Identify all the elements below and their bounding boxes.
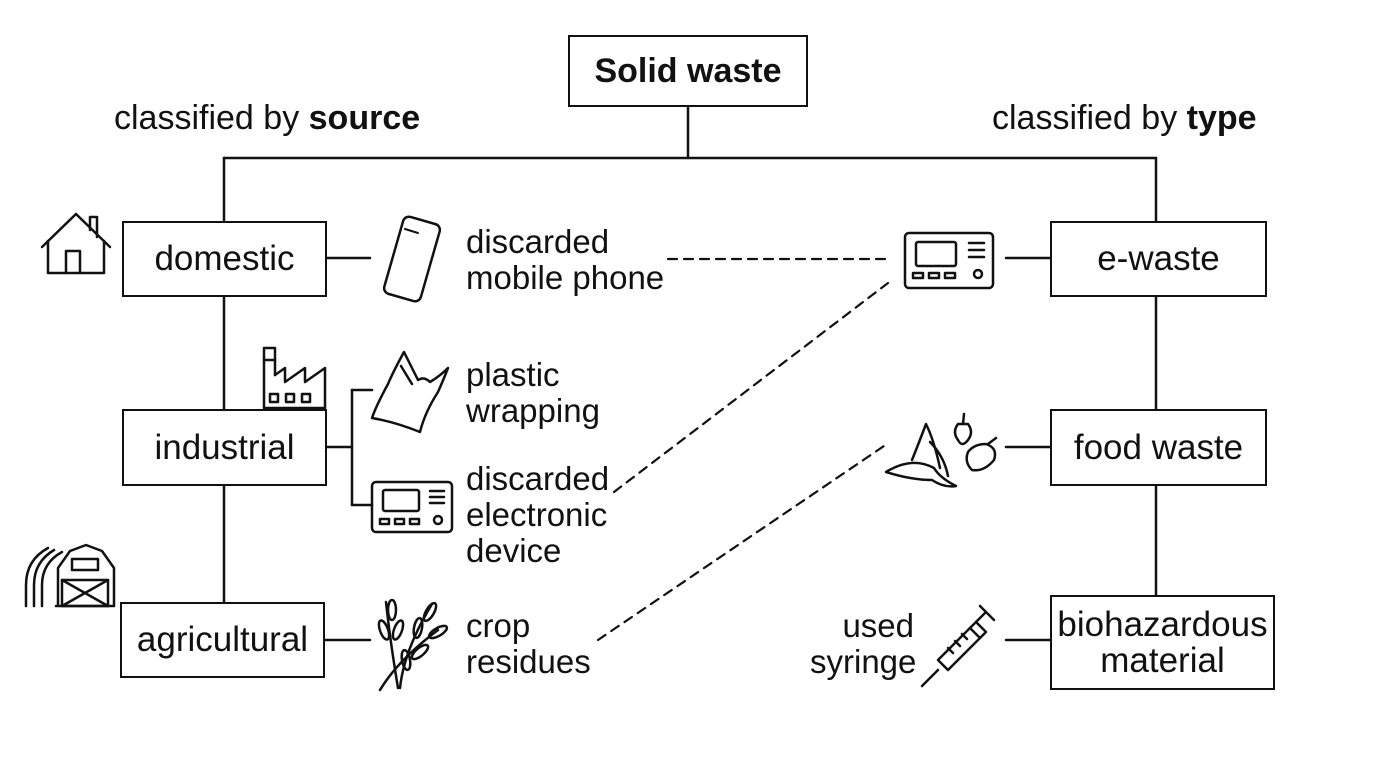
example-plastic-label: plastic wrapping (466, 357, 600, 429)
example-crop-line1: crop (466, 607, 531, 644)
type-heading: classified by type (992, 98, 1257, 138)
example-phone-line2: mobile phone (466, 259, 665, 296)
type-heading-bold: type (1186, 99, 1257, 137)
example-electronic-line2: electronic (466, 496, 608, 533)
type-label-e-waste: e-waste (1097, 239, 1220, 278)
source-node-domestic: domestic (122, 221, 327, 297)
example-plastic-line1: plastic (466, 356, 560, 393)
type-node-e-waste: e-waste (1050, 221, 1267, 297)
dashed-mapping-lines (596, 257, 890, 642)
electronic-device-icon (370, 480, 454, 534)
example-phone-label: discarded mobile phone (466, 224, 664, 296)
type-label-biohazardous-line1: biohazardous (1057, 604, 1268, 644)
example-syringe-label: used syringe (810, 607, 917, 680)
plant-icon (377, 598, 449, 692)
type-label-biohazardous-line2: material (1100, 640, 1225, 680)
tree-connectors (222, 104, 1158, 642)
root-node: Solid waste (568, 35, 808, 107)
root-label: Solid waste (594, 52, 782, 90)
type-node-food-waste: food waste (1050, 409, 1267, 486)
source-label-industrial: industrial (154, 427, 295, 467)
factory-icon (262, 346, 327, 410)
example-plastic-line2: wrapping (466, 392, 600, 429)
electronic-device-icon-right (903, 231, 995, 290)
syringe-icon (920, 604, 996, 688)
source-node-industrial: industrial (122, 409, 327, 486)
food-scraps-icon (884, 412, 998, 488)
example-phone-line1: discarded (466, 223, 610, 260)
type-node-biohazardous: biohazardous material (1050, 595, 1275, 690)
example-electronic-line1: discarded (466, 460, 610, 497)
example-crop-label: crop residues (466, 608, 591, 680)
source-node-agricultural: agricultural (120, 602, 325, 678)
example-electronic-line3: device (466, 532, 562, 569)
mobile-phone-icon (382, 215, 442, 303)
example-syringe-line1: used (842, 607, 914, 644)
example-electronic-label: discarded electronic device (466, 461, 609, 569)
example-crop-line2: residues (466, 643, 591, 680)
type-heading-prefix: classified by (992, 99, 1187, 137)
source-label-domestic: domestic (154, 239, 295, 278)
source-label-agricultural: agricultural (136, 620, 309, 659)
barn-icon (24, 543, 116, 608)
house-icon (40, 212, 112, 275)
example-syringe-line2: syringe (810, 643, 917, 680)
type-label-food-waste: food waste (1073, 427, 1244, 467)
source-heading-bold: source (308, 99, 421, 137)
source-heading-prefix: classified by (114, 99, 309, 137)
source-heading: classified by source (114, 98, 420, 138)
plastic-bag-icon (370, 350, 450, 434)
